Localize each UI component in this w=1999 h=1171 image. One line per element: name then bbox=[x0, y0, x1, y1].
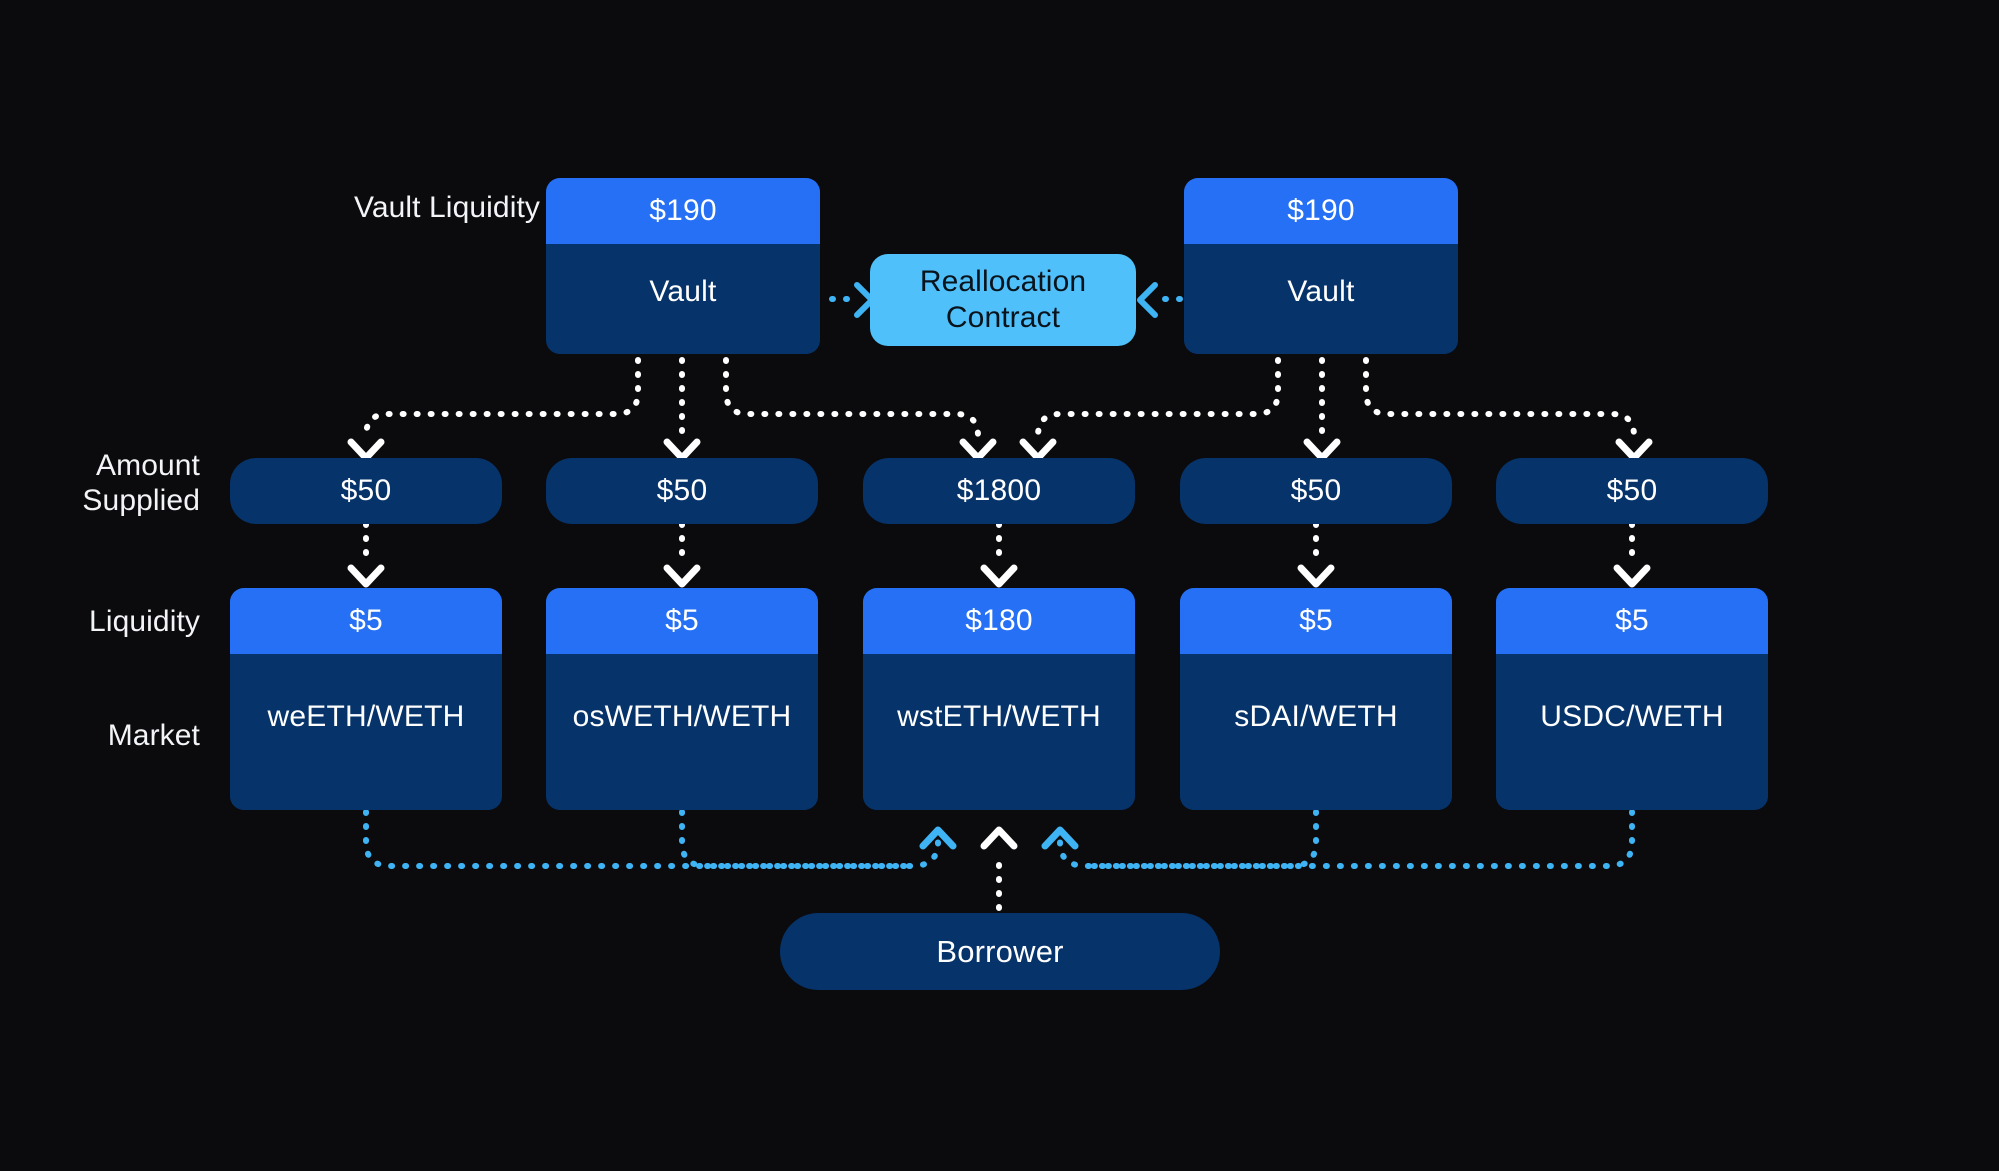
row-label-market: Market bbox=[107, 719, 200, 752]
market-liquidity-value: $5 bbox=[546, 588, 818, 654]
row-label-amount-supplied: Amount Supplied bbox=[82, 449, 200, 518]
market-liquidity-value: $5 bbox=[230, 588, 502, 654]
market-liquidity-value: $180 bbox=[863, 588, 1135, 654]
market-card-1[interactable]: $5 weETH/WETH bbox=[230, 588, 502, 810]
market-name: osWETH/WETH bbox=[546, 654, 818, 810]
amount-supplied-pill-5[interactable]: $50 bbox=[1496, 458, 1768, 524]
row-label-vault-liquidity: Vault Liquidity bbox=[353, 191, 540, 224]
amount-supplied-pill-3[interactable]: $1800 bbox=[863, 458, 1135, 524]
vault-card-1[interactable]: $190 Vault bbox=[546, 178, 820, 354]
market-liquidity-value: $5 bbox=[1496, 588, 1768, 654]
reallocation-contract-node[interactable]: Reallocation Contract bbox=[870, 254, 1136, 346]
amount-supplied-pill-4[interactable]: $50 bbox=[1180, 458, 1452, 524]
market-card-3[interactable]: $180 wstETH/WETH bbox=[863, 588, 1135, 810]
borrower-node[interactable]: Borrower bbox=[780, 913, 1220, 990]
market-card-4[interactable]: $5 sDAI/WETH bbox=[1180, 588, 1452, 810]
amount-supplied-pill-1[interactable]: $50 bbox=[230, 458, 502, 524]
market-liquidity-value: $5 bbox=[1180, 588, 1452, 654]
amount-supplied-pill-2[interactable]: $50 bbox=[546, 458, 818, 524]
vault-label: Vault bbox=[1184, 244, 1458, 354]
vault-label: Vault bbox=[546, 244, 820, 354]
vault-liquidity-value: $190 bbox=[1184, 178, 1458, 244]
market-name: sDAI/WETH bbox=[1180, 654, 1452, 810]
market-card-2[interactable]: $5 osWETH/WETH bbox=[546, 588, 818, 810]
row-label-liquidity: Liquidity bbox=[89, 605, 200, 638]
market-name: weETH/WETH bbox=[230, 654, 502, 810]
market-card-5[interactable]: $5 USDC/WETH bbox=[1496, 588, 1768, 810]
vault-liquidity-value: $190 bbox=[546, 178, 820, 244]
market-name: USDC/WETH bbox=[1496, 654, 1768, 810]
vault-card-2[interactable]: $190 Vault bbox=[1184, 178, 1458, 354]
market-name: wstETH/WETH bbox=[863, 654, 1135, 810]
